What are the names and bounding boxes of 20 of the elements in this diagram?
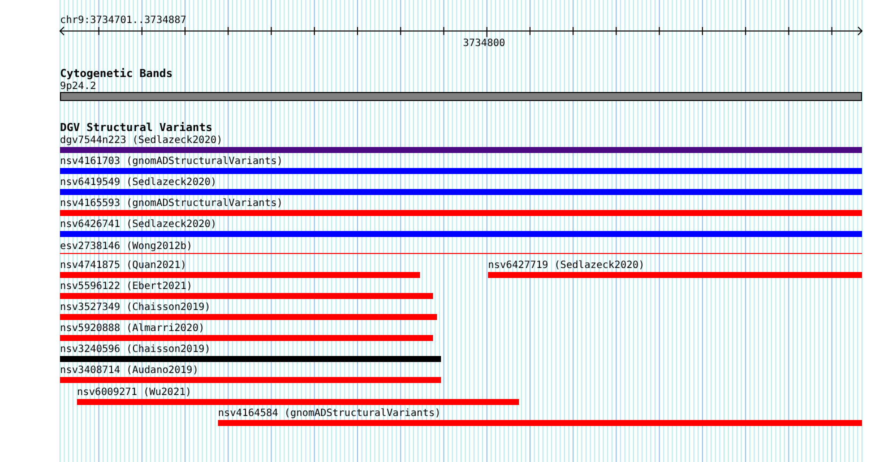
tick-label: 3734800: [463, 38, 506, 49]
variant-label: nsv6419549 (Sedlazeck2020): [60, 177, 217, 188]
variant-label: dgv7544n223 (Sedlazeck2020): [60, 135, 223, 146]
variant-label: nsv3527349 (Chaisson2019): [60, 302, 211, 313]
variant-label: nsv6009271 (Wu2021): [77, 387, 192, 398]
track-heading: Cytogenetic Bands: [60, 68, 173, 79]
track-heading: DGV Structural Variants: [60, 122, 212, 133]
variant-label: nsv3408714 (Audano2019): [60, 365, 198, 376]
variant-label: nsv4165593 (gnomADStructuralVariants): [60, 198, 283, 209]
variant-label: nsv6426741 (Sedlazeck2020): [60, 219, 217, 230]
location-title: chr9:3734701..3734887: [60, 15, 186, 26]
variant-label: nsv5596122 (Ebert2021): [60, 281, 192, 292]
variant-label: nsv4164584 (gnomADStructuralVariants): [218, 408, 441, 419]
variant-label: nsv4741875 (Quan2021): [60, 260, 186, 271]
band-label: 9p24.2: [60, 81, 96, 92]
variant-label: nsv4161703 (gnomADStructuralVariants): [60, 156, 283, 167]
variant-label: nsv6427719 (Sedlazeck2020): [488, 260, 645, 271]
variant-label: nsv3240596 (Chaisson2019): [60, 344, 211, 355]
variant-label: esv2738146 (Wong2012b): [60, 241, 192, 252]
variant-label: nsv5920888 (Almarri2020): [60, 323, 204, 334]
